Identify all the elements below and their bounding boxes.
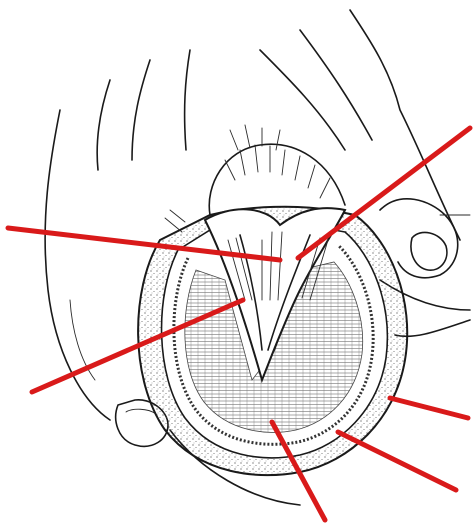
pointer-line-right — [390, 398, 468, 418]
pointer-line-lower-right — [338, 432, 456, 490]
pointer-line-upper-right — [298, 128, 470, 258]
